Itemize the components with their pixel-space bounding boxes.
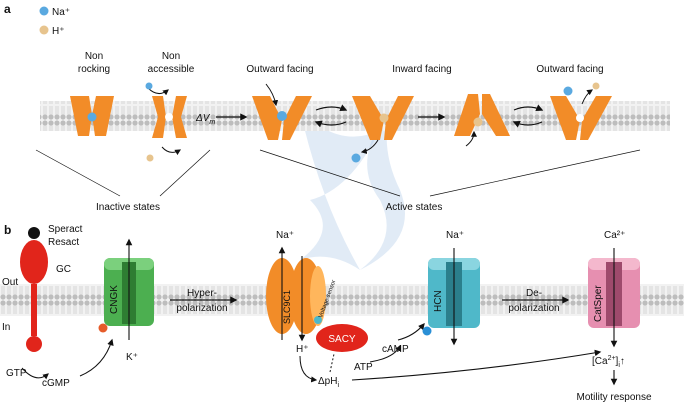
- na-hcn-label: Na⁺: [446, 230, 464, 241]
- delta-vm-label: ΔVm: [195, 113, 215, 126]
- hyper-label-1: Hyper-: [187, 288, 217, 299]
- gc-label: GC: [56, 264, 71, 275]
- na-ion: [351, 153, 361, 163]
- slc9c1-exchanger: [266, 258, 326, 334]
- speract-label: Speract: [48, 224, 83, 235]
- h-legend-dot: [39, 25, 49, 35]
- hcn-label: HCN: [433, 290, 444, 312]
- na-ion: [563, 86, 573, 96]
- h-ion: [146, 154, 154, 162]
- slc9c1-label: SLC9C1: [282, 290, 292, 324]
- transporter-outward-1: [252, 83, 312, 140]
- transporter-outward-2: [550, 82, 612, 140]
- na-legend-dot: [39, 6, 49, 16]
- resact-label: Resact: [48, 237, 79, 248]
- na-slc-label: Na⁺: [276, 230, 294, 241]
- out-label: Out: [2, 277, 18, 288]
- speract-ligand: [28, 227, 40, 239]
- legend: Na⁺ H⁺: [39, 6, 70, 37]
- membrane-b: [0, 284, 684, 316]
- sacy-label: SACY: [328, 334, 356, 345]
- cngk-binding-site: [98, 323, 108, 333]
- h-ion: [379, 113, 389, 123]
- panel-b-letter: b: [4, 223, 11, 237]
- na-legend-label: Na⁺: [52, 7, 70, 18]
- label-non-rocking-2: rocking: [78, 64, 110, 75]
- camp-label: cAMP: [382, 344, 409, 355]
- inactive-states-label: Inactive states: [96, 202, 160, 213]
- h-ion: [592, 82, 600, 90]
- label-outward-facing-1: Outward facing: [246, 64, 313, 75]
- ca-top-label: Ca²⁺: [604, 230, 625, 241]
- na-ion: [145, 82, 153, 90]
- h-legend-label: H⁺: [52, 26, 65, 37]
- cngk-label: CNGK: [109, 285, 120, 314]
- depol-label-1: De-: [526, 288, 542, 299]
- catsper-label: CatSper: [593, 285, 604, 322]
- transporter-inward: [454, 94, 510, 147]
- label-non-rocking-1: Non: [85, 51, 103, 62]
- hcn-channel: [422, 258, 480, 336]
- label-non-accessible-1: Non: [162, 51, 180, 62]
- atp-label: ATP: [354, 362, 373, 373]
- slc-cyclic-nucleotide-site: [314, 316, 322, 324]
- k-ion-label: K⁺: [126, 352, 138, 363]
- sacy-enzyme: [316, 324, 368, 352]
- transporter-non-rocking: [70, 96, 114, 136]
- guanylate-cyclase: [20, 227, 48, 352]
- transporter-non-accessible: [145, 82, 187, 162]
- hcn-binding-site: [422, 326, 432, 336]
- h-ion: [473, 117, 483, 127]
- ca-i-label: [Ca2+]i↑: [592, 355, 625, 369]
- cngk-channel: [98, 258, 154, 333]
- label-inward-facing: Inward facing: [392, 64, 451, 75]
- na-ion: [87, 112, 97, 122]
- dph-label: ΔpHi: [318, 376, 339, 389]
- na-ion: [277, 111, 287, 121]
- hyper-label-2: polarization: [176, 303, 227, 314]
- motility-response-label: Motility response: [576, 392, 651, 403]
- cgmp-label: cGMP: [42, 378, 70, 389]
- label-outward-facing-2: Outward facing: [536, 64, 603, 75]
- h-slc-label: H⁺: [296, 344, 309, 355]
- gtp-label: GTP: [6, 368, 27, 379]
- transporter-outward-h: [351, 96, 414, 163]
- active-states-label: Active states: [386, 202, 443, 213]
- depol-label-2: polarization: [508, 303, 559, 314]
- panel-a-letter: a: [4, 2, 11, 16]
- in-label: In: [2, 322, 10, 333]
- label-non-accessible-2: accessible: [148, 64, 195, 75]
